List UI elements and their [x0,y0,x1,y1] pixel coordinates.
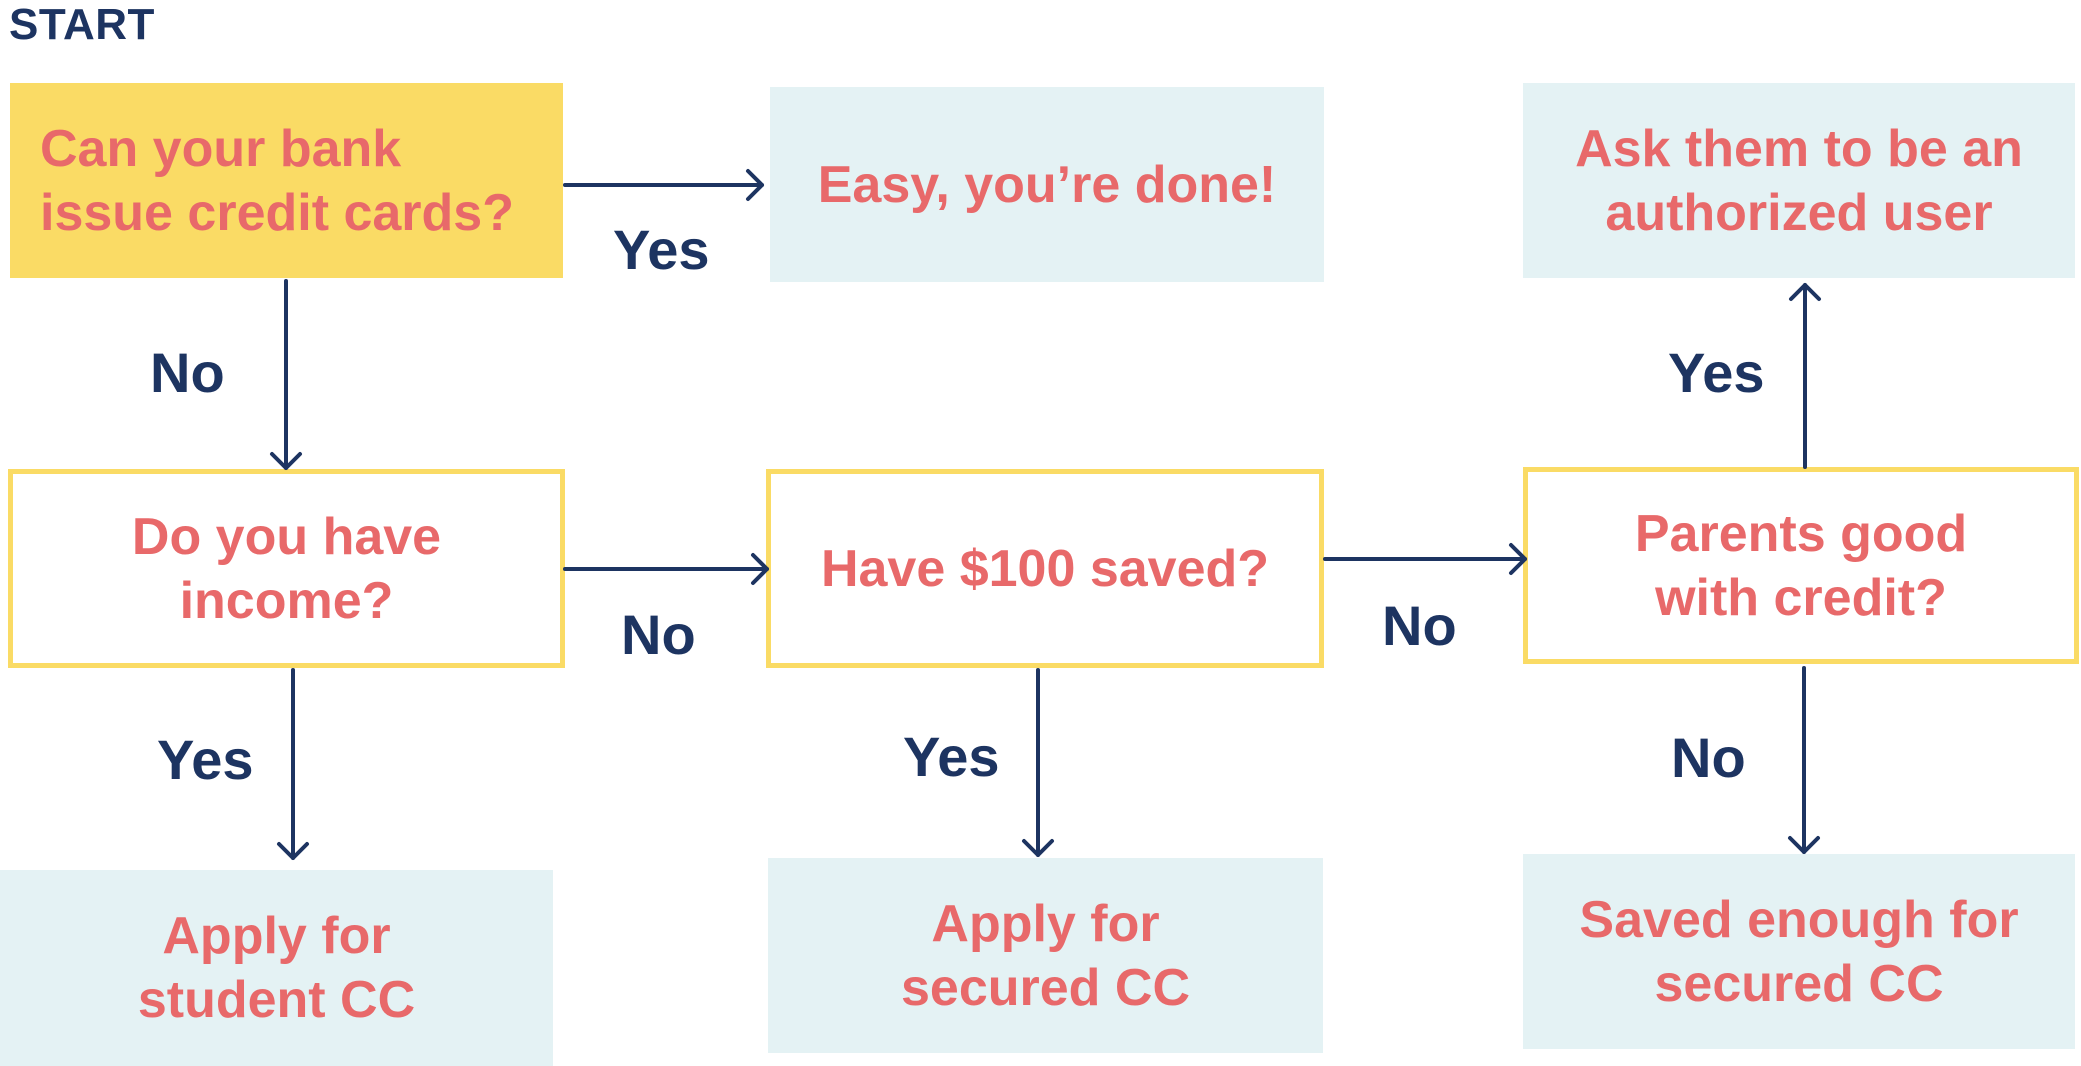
saved-enough-node: Saved enough for secured CC [1523,854,2075,1049]
start-label: START [9,0,155,49]
edge-label-parents-yes: Yes [1668,341,1765,404]
bank-question-node: Can your bank issue credit cards? [10,83,563,278]
edge-label-bank-no: No [150,341,225,404]
edge-label-saved-yes: Yes [903,725,1000,788]
student-cc-node: Apply for student CC [0,870,553,1066]
easy-done-node: Easy, you’re done! [770,87,1324,282]
edge-label-parents-no: No [1671,726,1746,789]
parents-question-node: Parents good with credit? [1523,467,2079,664]
saved-question-node: Have $100 saved? [766,469,1324,668]
edge-label-income-yes: Yes [157,728,254,791]
edge-label-income-no: No [621,603,696,666]
secured-cc-node: Apply for secured CC [768,858,1323,1053]
edge-label-saved-no: No [1382,594,1457,657]
authorized-user-node: Ask them to be an authorized user [1523,83,2075,278]
edge-label-bank-yes: Yes [613,218,710,281]
income-question-node: Do you have income? [8,469,565,668]
